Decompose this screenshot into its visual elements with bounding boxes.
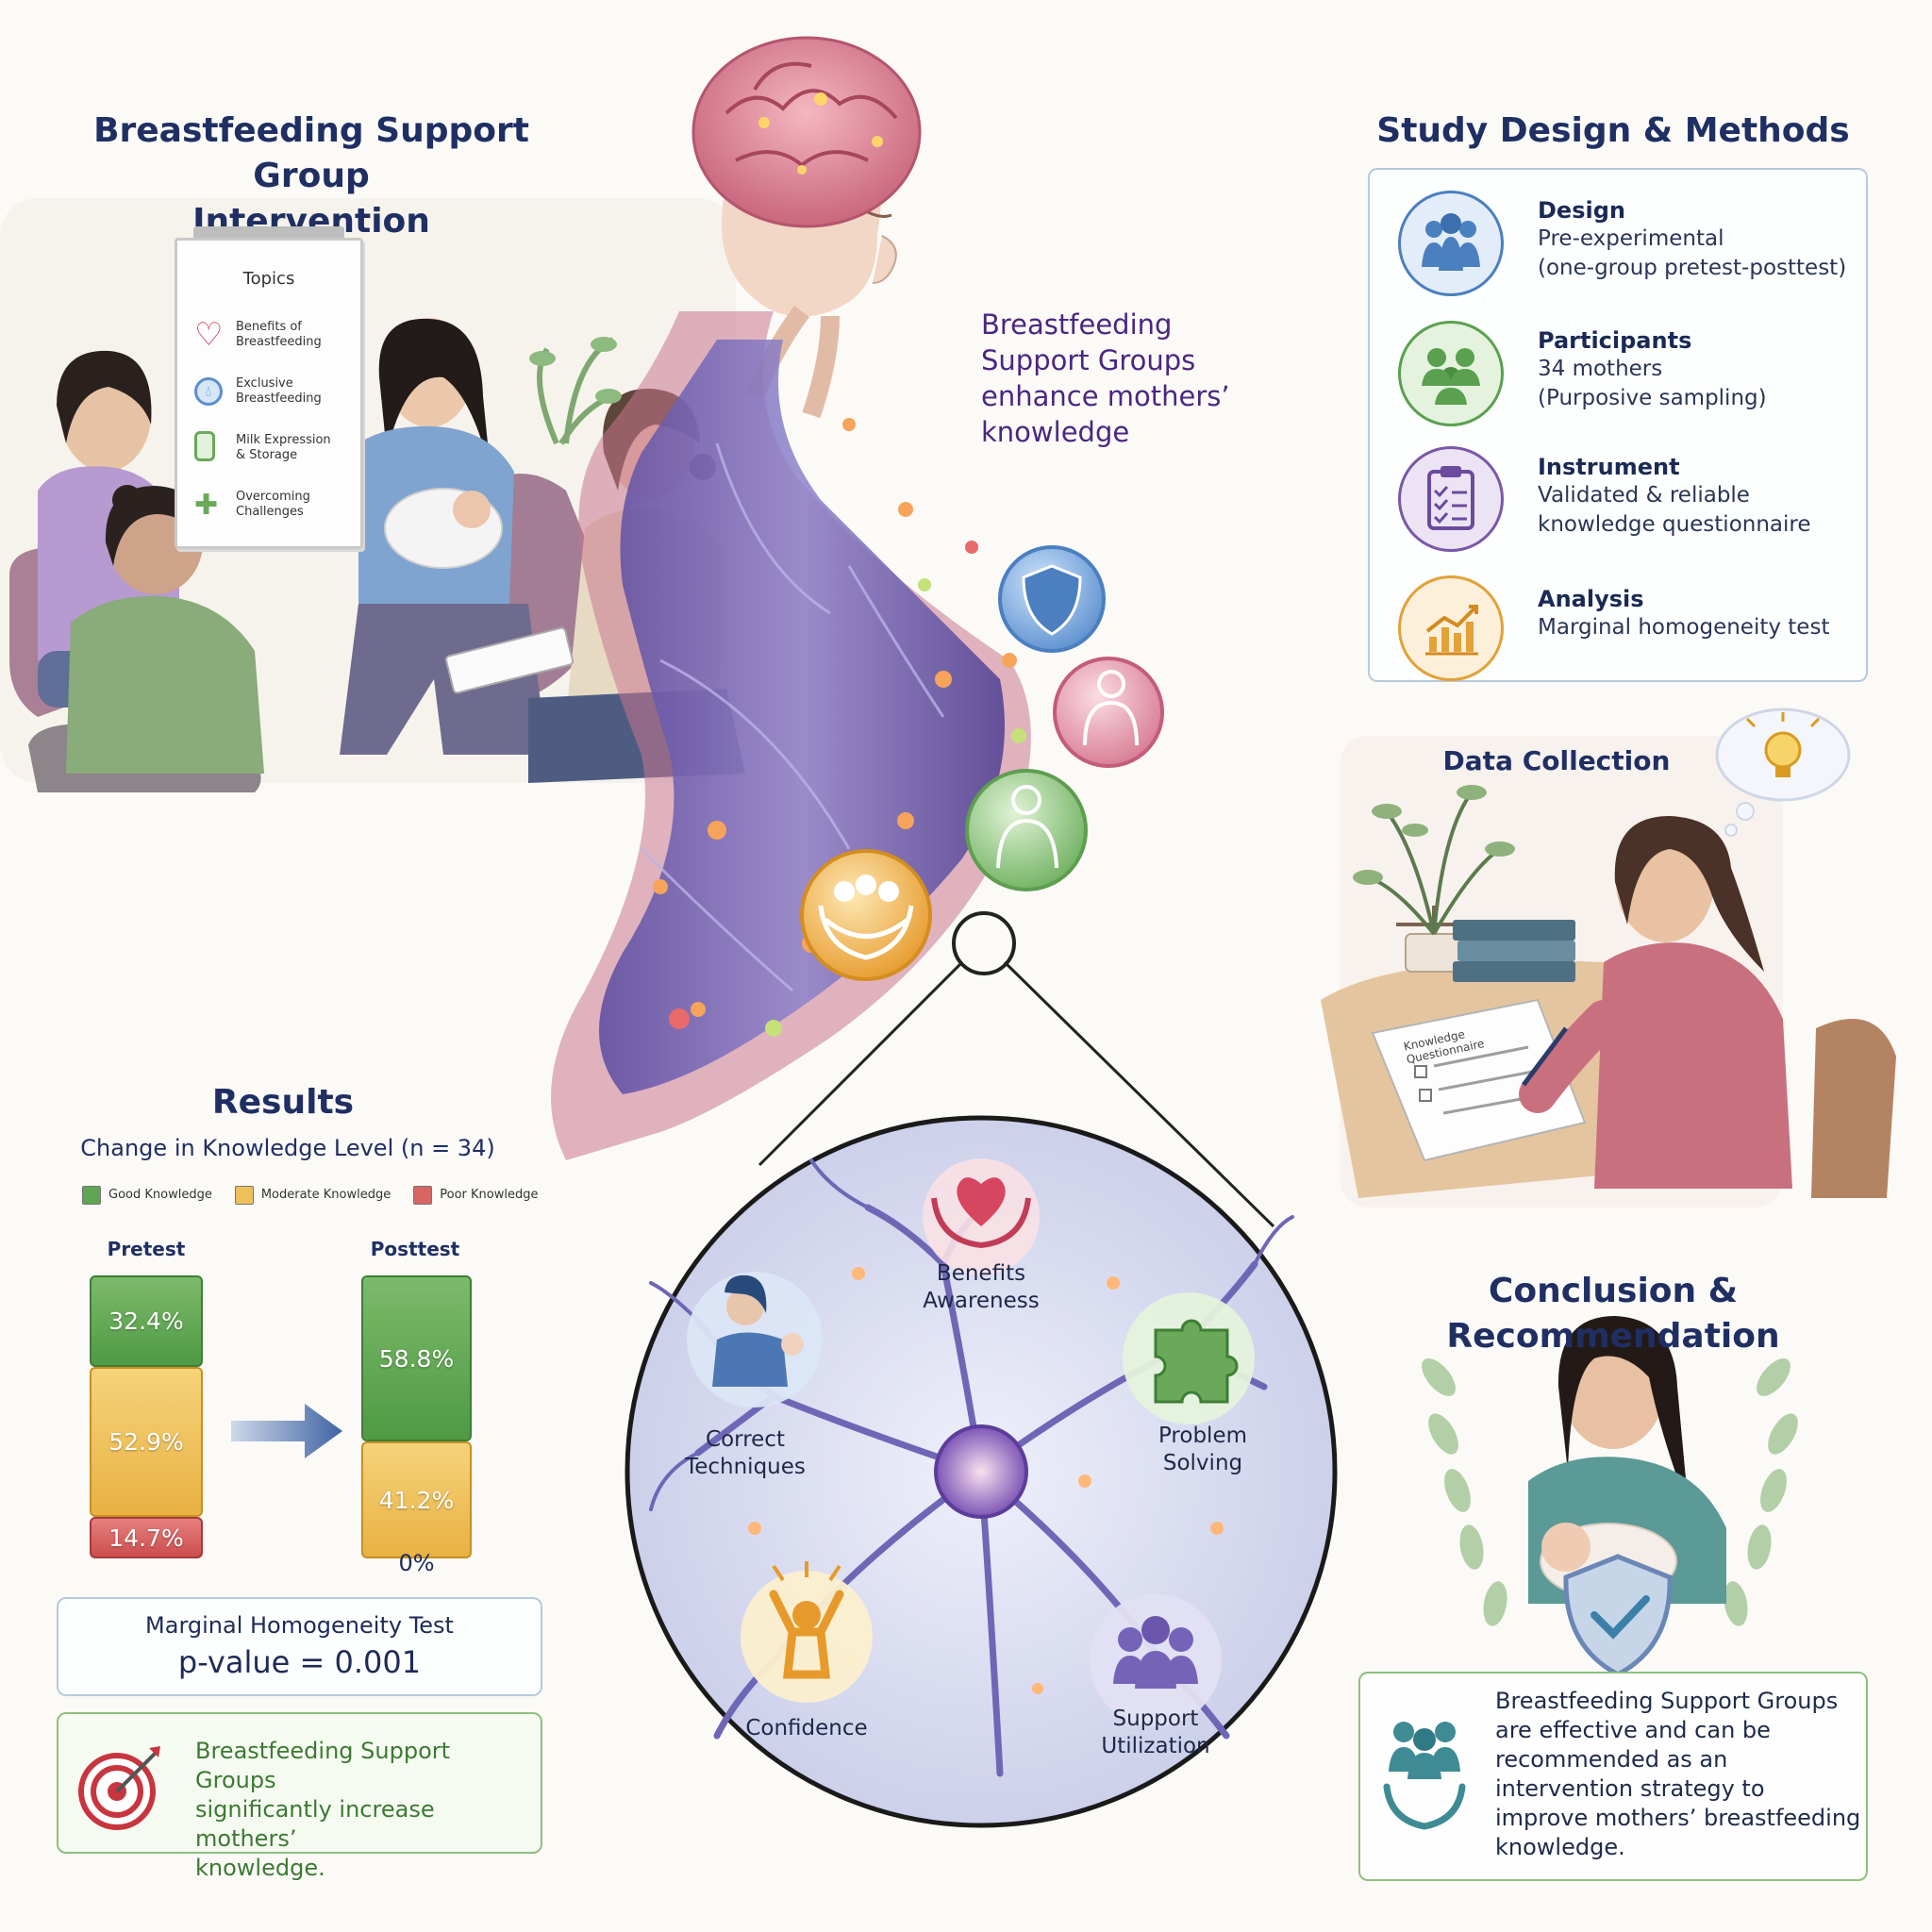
- finding-text: Breastfeeding Support Groups significant…: [195, 1738, 451, 1881]
- finding-box: Breastfeeding Support Groups significant…: [57, 1712, 542, 1881]
- brain-icon: [691, 36, 922, 228]
- lightbulb-icon: [1745, 712, 1821, 777]
- bar-label-poor-posttest: 0%: [398, 1550, 435, 1576]
- mother-with-baby-figure: [340, 318, 547, 755]
- support-group-icon: [1090, 1594, 1222, 1726]
- bar-label-good-pretest: 32.4%: [108, 1307, 184, 1335]
- legend-label-poor: Poor Knowledge: [440, 1188, 539, 1202]
- methods-panel: Design Pre-experimental (one-group prete…: [1368, 168, 1868, 682]
- outcome-confidence: Confidence: [745, 1716, 868, 1740]
- group-hands-icon: [800, 849, 932, 981]
- method-participants: Participants 34 mothers (Purposive sampl…: [1538, 327, 1767, 410]
- target-icon: [75, 1742, 165, 1836]
- plant-icon: [529, 337, 622, 445]
- shield-icon: [998, 545, 1106, 653]
- bar-label-moderate-posttest: 41.2%: [378, 1486, 455, 1514]
- arrow-right-icon: [231, 1398, 344, 1468]
- woman-writing-figure: [1519, 816, 1896, 1198]
- heart-icon: ♡: [194, 316, 224, 354]
- bar-label-moderate-pretest: 52.9%: [108, 1428, 184, 1456]
- bar-segment-good-posttest: 58.8%: [361, 1275, 472, 1441]
- p-value: p-value = 0.001: [177, 1644, 422, 1680]
- legend-swatch-good: [82, 1186, 101, 1205]
- results-subtitle: Change in Knowledge Level (n = 34): [80, 1135, 495, 1161]
- mother-baby-icon: [1053, 657, 1164, 768]
- bar-label-poor-pretest: 14.7%: [108, 1524, 184, 1552]
- data-collection-title: Data Collection: [1442, 745, 1671, 776]
- participants-icon: [1398, 321, 1504, 426]
- bar-segment-moderate-posttest: 41.2%: [361, 1441, 472, 1558]
- test-result-box: Marginal Homogeneity Test p-value = 0.00…: [57, 1597, 542, 1696]
- flipchart-topic: Milk Expression& Storage: [194, 420, 355, 476]
- center-tagline: Breastfeeding Support Groups enhance mot…: [981, 308, 1230, 448]
- bottle-icon: [194, 431, 236, 465]
- plant-icon: [1353, 785, 1515, 936]
- method-analysis: Analysis Marginal homogeneity test: [1538, 586, 1830, 640]
- puzzle-icon: [1123, 1292, 1255, 1424]
- caregiver-icon: [965, 769, 1088, 891]
- legend-swatch-poor: [413, 1186, 433, 1205]
- clipboard-checklist-icon: [1398, 446, 1504, 552]
- bar-segment-moderate-pretest: 52.9%: [90, 1367, 203, 1517]
- method-design: Design Pre-experimental (one-group prete…: [1538, 197, 1847, 280]
- outcome-correct-techniques: Correct Techniques: [685, 1427, 806, 1479]
- intervention-title: Breastfeeding Support Group Intervention: [75, 108, 547, 244]
- shield-check-icon: [1563, 1554, 1673, 1677]
- outcome-problem-solving: Problem Solving: [1158, 1424, 1248, 1475]
- legend-swatch-moderate: [234, 1186, 254, 1205]
- zoom-line: [1003, 960, 1275, 1228]
- test-name: Marginal Homogeneity Test: [145, 1612, 454, 1639]
- bar-posttest: 58.8% 41.2%: [361, 1275, 472, 1558]
- methods-title: Study Design & Methods: [1376, 111, 1850, 150]
- zoom-line: [758, 960, 964, 1167]
- bar-segment-poor-pretest: 14.7%: [90, 1517, 203, 1558]
- intervention-title-line1: Breastfeeding Support Group: [93, 111, 529, 195]
- bar-chart-icon: [1398, 575, 1504, 681]
- conclusion-title: Conclusion & Recommendation: [1446, 1272, 1780, 1356]
- magnifier-ring: [952, 911, 1016, 975]
- category-label-pretest: Pretest: [107, 1238, 186, 1260]
- nursing-mother-icon: [687, 1272, 823, 1407]
- category-label-posttest: Posttest: [370, 1238, 460, 1260]
- conclusion-text: Breastfeeding Support Groups are effecti…: [1495, 1688, 1861, 1860]
- bar-segment-good-pretest: 32.4%: [90, 1275, 203, 1367]
- conclusion-box: Breastfeeding Support Groups are effecti…: [1358, 1672, 1868, 1881]
- bar-pretest: 32.4% 52.9% 14.7%: [90, 1275, 203, 1558]
- water-drop-icon: 💧︎: [194, 377, 236, 406]
- results-title: Results: [211, 1083, 355, 1122]
- celebrating-person-icon: [741, 1561, 873, 1703]
- bar-label-good-posttest: 58.8%: [378, 1344, 455, 1373]
- heart-hands-icon: [923, 1158, 1040, 1275]
- flipchart-heading: Topics: [242, 269, 295, 289]
- chart-legend: Good Knowledge Moderate Knowledge Poor K…: [82, 1184, 554, 1207]
- legend-label-moderate: Moderate Knowledge: [260, 1188, 391, 1202]
- laurel-wreath-icon: [1422, 1358, 1798, 1626]
- legend-label-good: Good Knowledge: [108, 1188, 212, 1202]
- team-icon: [1398, 191, 1504, 296]
- method-instrument: Instrument Validated & reliable knowledg…: [1538, 454, 1811, 537]
- neuron-nucleus: [934, 1424, 1028, 1519]
- questionnaire-sheet: [1371, 998, 1587, 1162]
- outcome-support-utilization: Support Utilization: [1101, 1707, 1210, 1758]
- outcome-benefits-awareness: Benefits Awareness: [923, 1261, 1040, 1313]
- books-icon: [1453, 920, 1575, 982]
- puzzle-icon: ✚: [194, 488, 219, 522]
- support-hands-icon: [1377, 1711, 1472, 1838]
